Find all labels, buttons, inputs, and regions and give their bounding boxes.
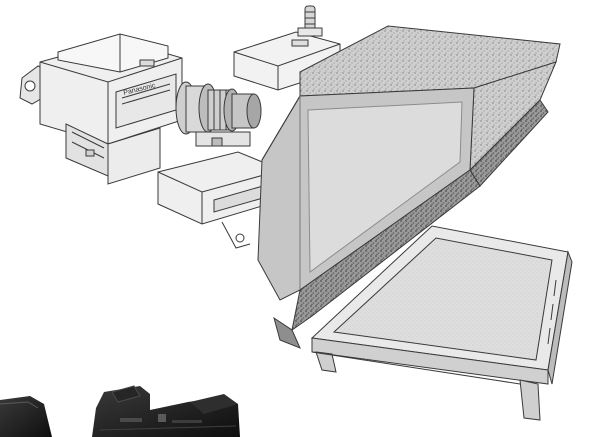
broadcast-camera <box>19 33 183 185</box>
teleprompter-monitor <box>310 225 573 421</box>
photo-thumbnail-camera <box>0 380 240 437</box>
teleprompter-hood <box>257 25 561 349</box>
camera-lens <box>175 81 262 147</box>
